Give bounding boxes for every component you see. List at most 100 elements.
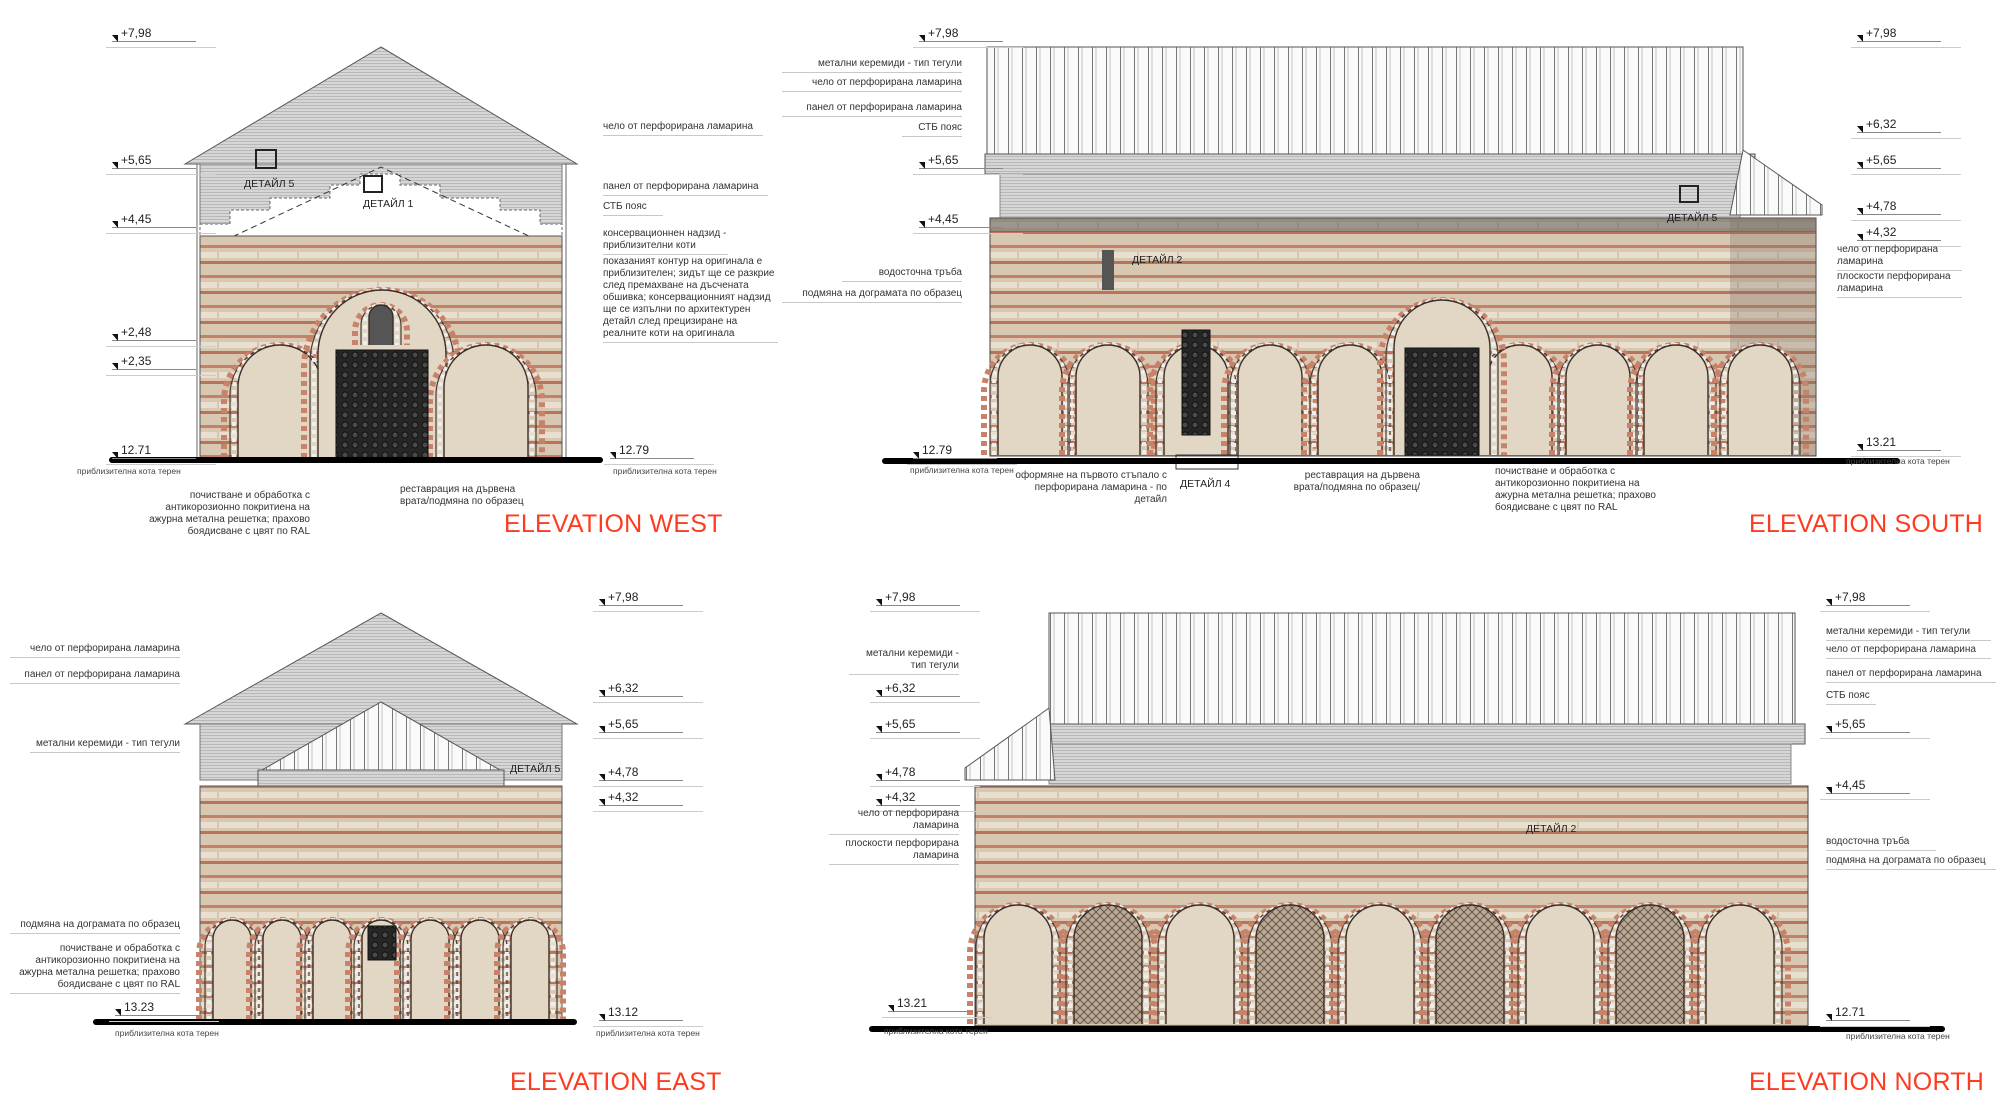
arch bbox=[1073, 904, 1143, 1024]
annotation: почистване и обработка с антикорозионно … bbox=[149, 490, 310, 537]
level-value: +5,65 bbox=[1835, 717, 1866, 731]
annotation: плоскости перфорирана ламарина bbox=[1837, 271, 1962, 298]
level-marker: +6,32 bbox=[1851, 117, 1961, 139]
annotation: показаният контур на оригинала е приблиз… bbox=[603, 256, 778, 343]
level-marker: +5,65 bbox=[593, 717, 703, 739]
arch bbox=[1705, 904, 1775, 1024]
arch bbox=[1345, 904, 1415, 1024]
arch bbox=[443, 344, 529, 458]
level-marker: +4,45 bbox=[106, 212, 216, 234]
arch bbox=[983, 904, 1053, 1024]
level-value: +4,32 bbox=[1866, 225, 1897, 239]
arch bbox=[510, 919, 550, 1020]
elevation-south-drawing bbox=[882, 46, 1900, 470]
ground-label: приблизителна кота терен bbox=[884, 1026, 988, 1036]
arch bbox=[1430, 903, 1510, 1024]
level-value: 12.71 bbox=[121, 443, 152, 457]
level-value: +7,98 bbox=[1835, 590, 1866, 604]
detail-label: ДЕТАЙЛ 4 bbox=[1180, 478, 1231, 490]
arch bbox=[1643, 344, 1709, 455]
level-marker: +7,98 bbox=[1851, 26, 1961, 48]
level-value: +5,65 bbox=[608, 717, 639, 731]
level-marker: +7,98 bbox=[593, 590, 703, 612]
level-value: +4,45 bbox=[1835, 778, 1866, 792]
level-marker: +5,65 bbox=[106, 153, 216, 175]
ground-label: приблизителна кота терен bbox=[910, 465, 1014, 475]
annotation: метални керемиди - тип тегули bbox=[782, 58, 962, 73]
ground-label: приблизителна кота терен bbox=[1846, 1031, 1950, 1041]
level-marker: +4,78 bbox=[593, 765, 703, 787]
arch bbox=[1610, 903, 1690, 1024]
level-value: +4,78 bbox=[1866, 199, 1897, 213]
annotation: СТБ пояс bbox=[902, 122, 962, 137]
annotation: подмяна на дограмата по образец bbox=[1826, 855, 1996, 870]
annotation: метални керемиди - тип тегули bbox=[849, 648, 959, 675]
arch bbox=[212, 919, 252, 1020]
arch bbox=[312, 919, 352, 1020]
level-value: 13.23 bbox=[124, 1000, 155, 1014]
arch bbox=[262, 919, 302, 1020]
annotation: водосточна тръба bbox=[842, 267, 962, 282]
arch bbox=[410, 919, 450, 1020]
arch bbox=[1727, 344, 1793, 455]
annotation: панел от перфорирана ламарина bbox=[1826, 668, 1996, 683]
ground-label: приблизителна кота терен bbox=[613, 466, 717, 476]
arch bbox=[1255, 904, 1325, 1024]
level-marker: +7,98 bbox=[106, 26, 216, 48]
arch bbox=[1075, 344, 1141, 455]
arch bbox=[1317, 344, 1383, 455]
detail-label: ДЕТАЙЛ 5 bbox=[510, 763, 561, 775]
annotation: чело от перфорирана ламарина bbox=[603, 121, 763, 136]
ground-label: приблизителна кота терен bbox=[596, 1028, 700, 1038]
level-marker: +4,32 bbox=[593, 790, 703, 812]
elevation-east-drawing bbox=[93, 612, 579, 1025]
level-marker: +2,35 bbox=[106, 354, 216, 376]
level-value: +4,78 bbox=[608, 765, 639, 779]
level-value: +6,32 bbox=[1866, 117, 1897, 131]
arch bbox=[1237, 344, 1303, 455]
level-value: 13.21 bbox=[897, 996, 928, 1010]
detail-label: ДЕТАЙЛ 1 bbox=[363, 198, 414, 210]
annotation: чело от перфорирана ламарина bbox=[829, 808, 959, 835]
ground-level-marker: 12.79 bbox=[604, 443, 714, 465]
level-value: +6,32 bbox=[608, 681, 639, 695]
ground-level-marker: 12.71 bbox=[106, 443, 216, 465]
level-value: +5,65 bbox=[928, 153, 959, 167]
level-value: 13.21 bbox=[1866, 435, 1897, 449]
arch bbox=[1525, 904, 1595, 1024]
level-marker: +4,32 bbox=[1851, 225, 1961, 247]
level-marker: +5,65 bbox=[1851, 153, 1961, 175]
annotation: реставрация на дървена врата/подмяна по … bbox=[1293, 470, 1420, 493]
ground-level-marker: 13.21 bbox=[1851, 435, 1961, 457]
level-value: +7,98 bbox=[1866, 26, 1897, 40]
annotation: почистване и обработка с антикорозионно … bbox=[1495, 466, 1656, 513]
level-marker: +4,78 bbox=[870, 765, 980, 787]
level-value: +5,65 bbox=[885, 717, 916, 731]
annotation: СТБ пояс bbox=[603, 201, 663, 216]
ground-level-marker: 12.71 bbox=[1820, 1005, 1930, 1027]
annotation: панел от перфорирана ламарина bbox=[782, 102, 962, 117]
level-marker: +7,98 bbox=[913, 26, 1023, 48]
ground-level-marker: 13.23 bbox=[109, 1000, 219, 1022]
ground-label: приблизителна кота терен bbox=[1846, 456, 1950, 466]
arch bbox=[1700, 903, 1780, 1024]
annotation: метални керемиди - тип тегули bbox=[30, 738, 180, 753]
elevation-title: ELEVATION WEST bbox=[504, 510, 723, 538]
ground-label: приблизителна кота терен bbox=[77, 466, 181, 476]
ground-label: приблизителна кота терен bbox=[115, 1028, 219, 1038]
arch bbox=[1068, 903, 1148, 1024]
level-value: 12.79 bbox=[922, 443, 953, 457]
annotation: водосточна тръба bbox=[1826, 836, 1936, 851]
elevation-title: ELEVATION NORTH bbox=[1749, 1068, 1984, 1096]
arch bbox=[1565, 344, 1631, 455]
level-value: +5,65 bbox=[121, 153, 152, 167]
arch bbox=[978, 903, 1058, 1024]
arch bbox=[1165, 904, 1235, 1024]
level-marker: +7,98 bbox=[1820, 590, 1930, 612]
level-marker: +5,65 bbox=[913, 153, 1023, 175]
annotation: чело от перфорирана ламарина bbox=[10, 643, 180, 658]
detail-label: ДЕТАЙЛ 5 bbox=[244, 178, 295, 190]
annotation: консервационнен надзид - приблизителни к… bbox=[603, 228, 728, 255]
arch bbox=[1435, 904, 1505, 1024]
